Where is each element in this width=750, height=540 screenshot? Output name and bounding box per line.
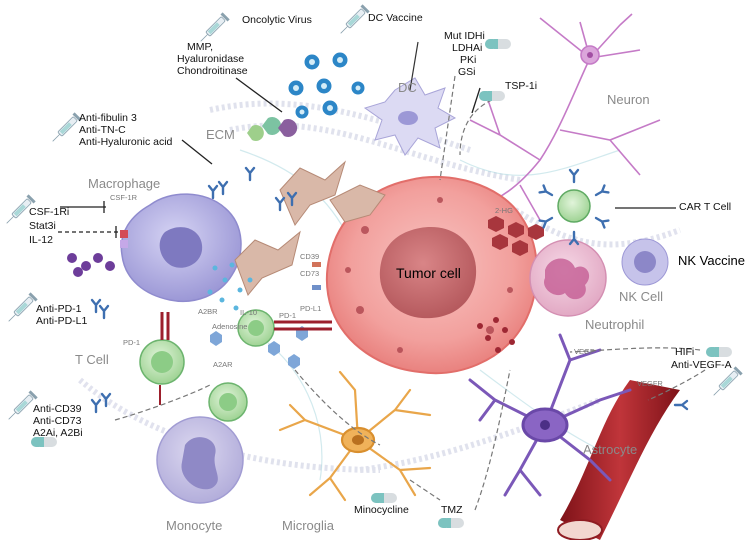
label-gsi: GSi <box>458 66 476 78</box>
label-astrocyte: Astrocyte <box>583 442 638 457</box>
label-anti-fibulin: Anti-fibulin 3 <box>79 112 137 124</box>
pill-icon <box>371 493 397 503</box>
label-csf1r: CSF-1R <box>110 193 138 202</box>
label-mut-idhi: Mut IDHi <box>444 30 485 42</box>
syringe-icon <box>336 3 371 38</box>
label-anti-tnc: Anti-TN-C <box>79 124 126 136</box>
label-dc: DC <box>398 80 417 95</box>
label-nk-cell: NK Cell <box>619 289 664 304</box>
label-pd1-b: PD-1 <box>123 338 141 347</box>
checkpoint-receptors <box>159 312 332 405</box>
label-dc-vaccine: DC Vaccine <box>368 12 423 24</box>
label-car-t: CAR T Cell <box>679 201 732 213</box>
label-neutrophil: Neutrophil <box>585 317 645 332</box>
label-vegf: VEGF <box>574 347 595 356</box>
label-adenosine: Adenosine <box>212 322 248 331</box>
blood-vessel <box>560 380 680 540</box>
label-macrophage: Macrophage <box>88 176 161 191</box>
label-2hg: 2-HG <box>495 206 513 215</box>
label-tumor-cell: Tumor cell <box>396 265 461 281</box>
label-a2ar: A2AR <box>213 360 233 369</box>
label-monocyte: Monocyte <box>166 518 223 533</box>
syringe-icon <box>48 111 83 146</box>
oncolytic-viruses <box>288 52 365 119</box>
syringe-icon <box>4 291 39 326</box>
label-ldhai: LDHAi <box>452 42 483 54</box>
label-vegfr: VEGFR <box>637 379 663 388</box>
label-il10: IL-10 <box>240 308 258 317</box>
pill-icon <box>706 347 732 357</box>
label-neuron: Neuron <box>607 92 650 107</box>
pill-icon <box>485 39 511 49</box>
label-pki: PKi <box>460 54 477 66</box>
label-a2br: A2BR <box>198 307 218 316</box>
il12-molecules <box>67 253 115 277</box>
label-t-cell: T Cell <box>75 352 109 367</box>
dashed-links <box>114 75 706 511</box>
microglia <box>278 370 432 502</box>
label-oncolytic-virus: Oncolytic Virus <box>242 14 312 26</box>
label-a2ai: A2Ai, A2Bi <box>33 427 83 439</box>
label-cd73: CD73 <box>300 269 320 278</box>
label-tsp1i: TSP-1i <box>505 80 538 92</box>
label-csf1ri: CSF-1Ri <box>29 206 70 218</box>
label-stat3i: Stat3i <box>29 220 56 232</box>
label-anti-pdl1: Anti-PD-L1 <box>36 315 88 327</box>
label-pdl1: PD-L1 <box>300 304 322 313</box>
label-anti-vegfa: Anti-VEGF-A <box>671 359 732 371</box>
pill-icon <box>479 91 505 101</box>
enzyme-icons <box>247 117 298 141</box>
cytokine-dots <box>207 262 253 311</box>
label-hifi: HIFi <box>675 346 695 358</box>
syringe-icon <box>196 11 231 46</box>
label-anti-cd73: Anti-CD73 <box>33 415 82 427</box>
label-cd39: CD39 <box>300 252 320 261</box>
label-nk-vaccine: NK Vaccine <box>678 253 745 268</box>
car-t-cell <box>538 168 610 246</box>
syringe-icon <box>709 365 744 400</box>
two-hg-molecules <box>488 216 544 256</box>
label-anti-pd1: Anti-PD-1 <box>36 303 82 315</box>
astrocyte <box>468 333 632 497</box>
label-pd1-a: PD-1 <box>279 311 297 320</box>
label-chondroitinase: Chondroitinase <box>177 65 248 77</box>
label-microglia: Microglia <box>282 518 335 533</box>
label-tmz: TMZ <box>441 504 463 516</box>
pill-icon <box>438 518 464 528</box>
label-anti-ha: Anti-Hyaluronic acid <box>79 136 173 148</box>
label-minocycline: Minocycline <box>354 504 409 516</box>
dc-leader <box>409 41 419 91</box>
leader-lines <box>58 77 676 238</box>
label-ecm: ECM <box>206 127 235 142</box>
label-hyaluronidase: Hyaluronidase <box>177 53 245 65</box>
label-anti-cd39: Anti-CD39 <box>33 403 82 415</box>
vegf-dots <box>477 317 515 353</box>
label-mmp: MMP, <box>187 41 214 53</box>
label-il12: IL-12 <box>29 234 53 246</box>
